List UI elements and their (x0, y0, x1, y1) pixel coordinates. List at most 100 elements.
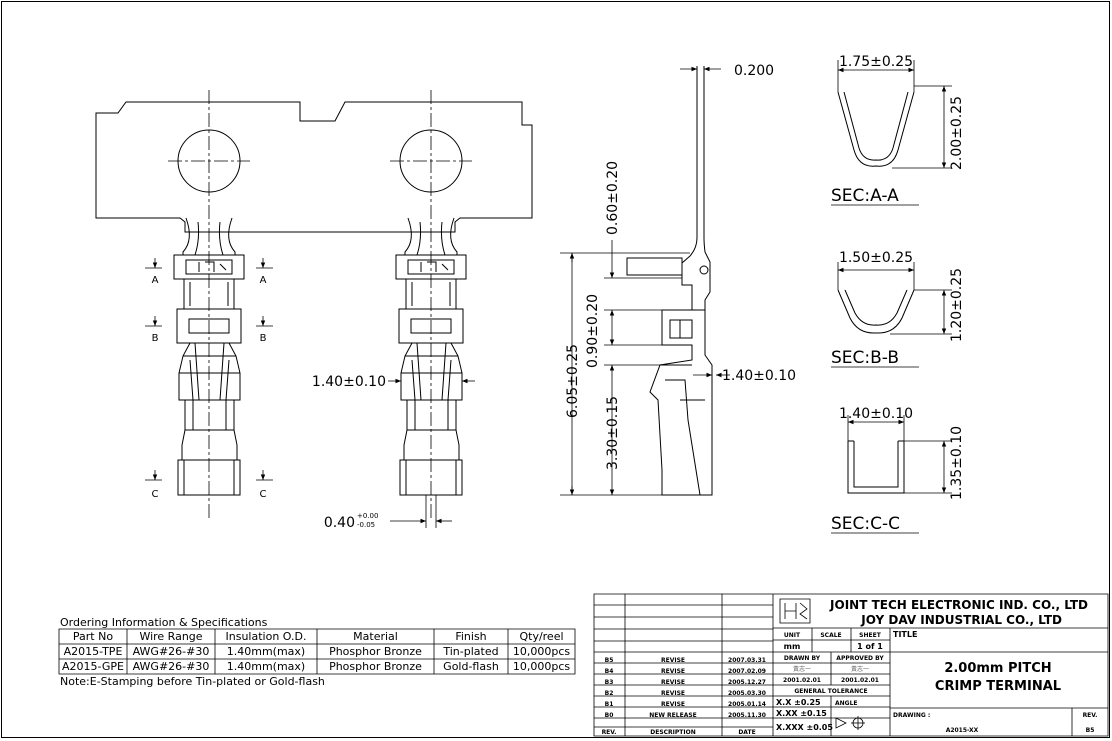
section-b-b (838, 262, 952, 334)
revision-date: 2005.11.30 (728, 712, 766, 719)
ordering-cell: Phosphor Bronze (329, 645, 422, 658)
unit-value: mm (784, 642, 801, 651)
revision-rev: B5 (605, 657, 614, 664)
revision-rev: B1 (605, 701, 614, 708)
sec-c-width-label: 1.40±0.10 (839, 406, 913, 422)
ordering-cell: Phosphor Bronze (329, 660, 422, 673)
sec-c-title: SEC:C-C (831, 514, 900, 534)
ordering-note: Note:E-Stamping before Tin-plated or Gol… (60, 675, 325, 688)
approved-by-label: APPROVED BY (836, 655, 884, 662)
side-total-label: 6.05±0.25 (565, 344, 581, 418)
section-a-a (838, 60, 952, 168)
ordering-header-cell: Insulation O.D. (226, 630, 307, 643)
revision-description: REVISE (661, 657, 685, 664)
title-label: TITLE (893, 630, 917, 639)
sheet-value: 1 of 1 (857, 642, 883, 651)
ordering-cell: 1.40mm(max) (227, 660, 305, 673)
side-view (560, 66, 730, 495)
mark-a-left: A (152, 275, 159, 286)
mark-b-right: B (260, 333, 267, 344)
revision-rev: B3 (605, 679, 614, 686)
revision-description: REVISE (661, 690, 685, 697)
date-header: DATE (738, 729, 755, 736)
revision-rev: B4 (605, 668, 614, 675)
sec-c-height-label: 1.35±0.10 (949, 426, 965, 500)
tolerance-1: X.X ±0.25 (776, 698, 821, 707)
thickness-label: 0.200 (734, 63, 774, 79)
mark-c-left: C (152, 489, 159, 500)
pin-tol-lower: -0.05 (357, 521, 375, 529)
sec-a-title: SEC:A-A (831, 186, 899, 206)
pin-tol-upper: +0.00 (357, 512, 378, 520)
rev-label: REV. (1083, 712, 1098, 719)
revision-date: 2007.03.31 (728, 657, 766, 664)
side-width-label: 1.40±0.10 (722, 368, 796, 384)
section-markers (145, 258, 273, 480)
revision-description: REVISE (661, 701, 685, 708)
revision-date: 2005.01.14 (728, 701, 766, 708)
drawn-date: 2001.02.01 (783, 677, 821, 684)
ordering-header-cell: Part No (73, 630, 113, 643)
ordering-cell: AWG#26-#30 (133, 660, 210, 673)
revision-description: REVISE (661, 668, 685, 675)
general-tolerance-label: GENERAL TOLERANCE (794, 688, 867, 695)
drawn-name: 黃志一 (793, 665, 811, 673)
terminal-front-left (174, 218, 244, 495)
revision-description: REVISE (661, 679, 685, 686)
mark-c-right: C (260, 489, 267, 500)
revision-date: 2005.03.30 (728, 690, 766, 697)
approved-name: 黃志一 (851, 665, 869, 673)
tolerance-2: X.XX ±0.15 (776, 709, 827, 718)
ordering-cell: 1.40mm(max) (227, 645, 305, 658)
ordering-cell: 10,000pcs (513, 645, 571, 658)
ordering-cell: Tin-plated (442, 645, 498, 658)
pin-width-label: 0.40 (324, 515, 355, 531)
description-header: DESCRIPTION (650, 729, 696, 736)
ordering-cell: 10,000pcs (513, 660, 571, 673)
ordering-cell: A2015-TPE (64, 645, 123, 658)
drawing-number: A2015-XX (946, 727, 979, 734)
front-width-dim (388, 373, 475, 395)
ordering-header-cell: Material (353, 630, 398, 643)
side-top-label: 0.60±0.20 (605, 161, 621, 235)
sec-a-height-label: 2.00±0.25 (949, 96, 965, 170)
title-line-2: CRIMP TERMINAL (935, 679, 1061, 694)
front-width-label: 1.40±0.10 (312, 374, 386, 390)
ordering-title: Ordering Information & Specifications (60, 616, 268, 629)
side-mid-label: 0.90±0.20 (585, 294, 601, 368)
ordering-cells: Part No Wire Range Insulation O.D. Material… (62, 630, 570, 673)
title-block (594, 594, 1108, 736)
company-name-1: JOINT TECH ELECTRONIC IND. CO., LTD (829, 598, 1088, 612)
ordering-header-cell: Wire Range (139, 630, 202, 643)
drawn-by-label: DRAWN BY (784, 655, 821, 662)
revision-rev: B2 (605, 690, 614, 697)
approved-date: 2001.02.01 (841, 677, 879, 684)
unit-label: UNIT (784, 632, 801, 639)
revision-date: 2005.12.27 (728, 679, 766, 686)
sec-b-height-label: 1.20±0.25 (949, 268, 965, 342)
carrier-strip (96, 102, 532, 232)
revision-date: 2007.02.09 (728, 668, 766, 675)
tolerance-3: X.XXX ±0.05 (776, 723, 833, 732)
mark-b-left: B (152, 333, 159, 344)
ordering-cell: AWG#26-#30 (133, 645, 210, 658)
sec-b-title: SEC:B-B (831, 348, 899, 368)
scale-label: SCALE (820, 632, 841, 639)
ordering-header-cell: Qty/reel (519, 630, 563, 643)
side-lower-label: 3.30±0.15 (605, 396, 621, 470)
rev-value: B5 (1086, 727, 1095, 734)
drawing-label: DRAWING : (893, 712, 930, 719)
sheet-label: SHEET (859, 632, 882, 639)
company-name-2: JOY DAV INDUSTRIAL CO., LTD (860, 613, 1062, 627)
front-view (96, 90, 532, 528)
angle-label: ANGLE (835, 700, 858, 707)
mark-a-right: A (260, 275, 267, 286)
ordering-header-cell: Finish (455, 630, 486, 643)
terminal-front-right (396, 218, 466, 495)
rev-header: REV. (602, 729, 617, 736)
title-line-1: 2.00mm PITCH (944, 661, 1051, 676)
section-c-c (848, 415, 952, 493)
